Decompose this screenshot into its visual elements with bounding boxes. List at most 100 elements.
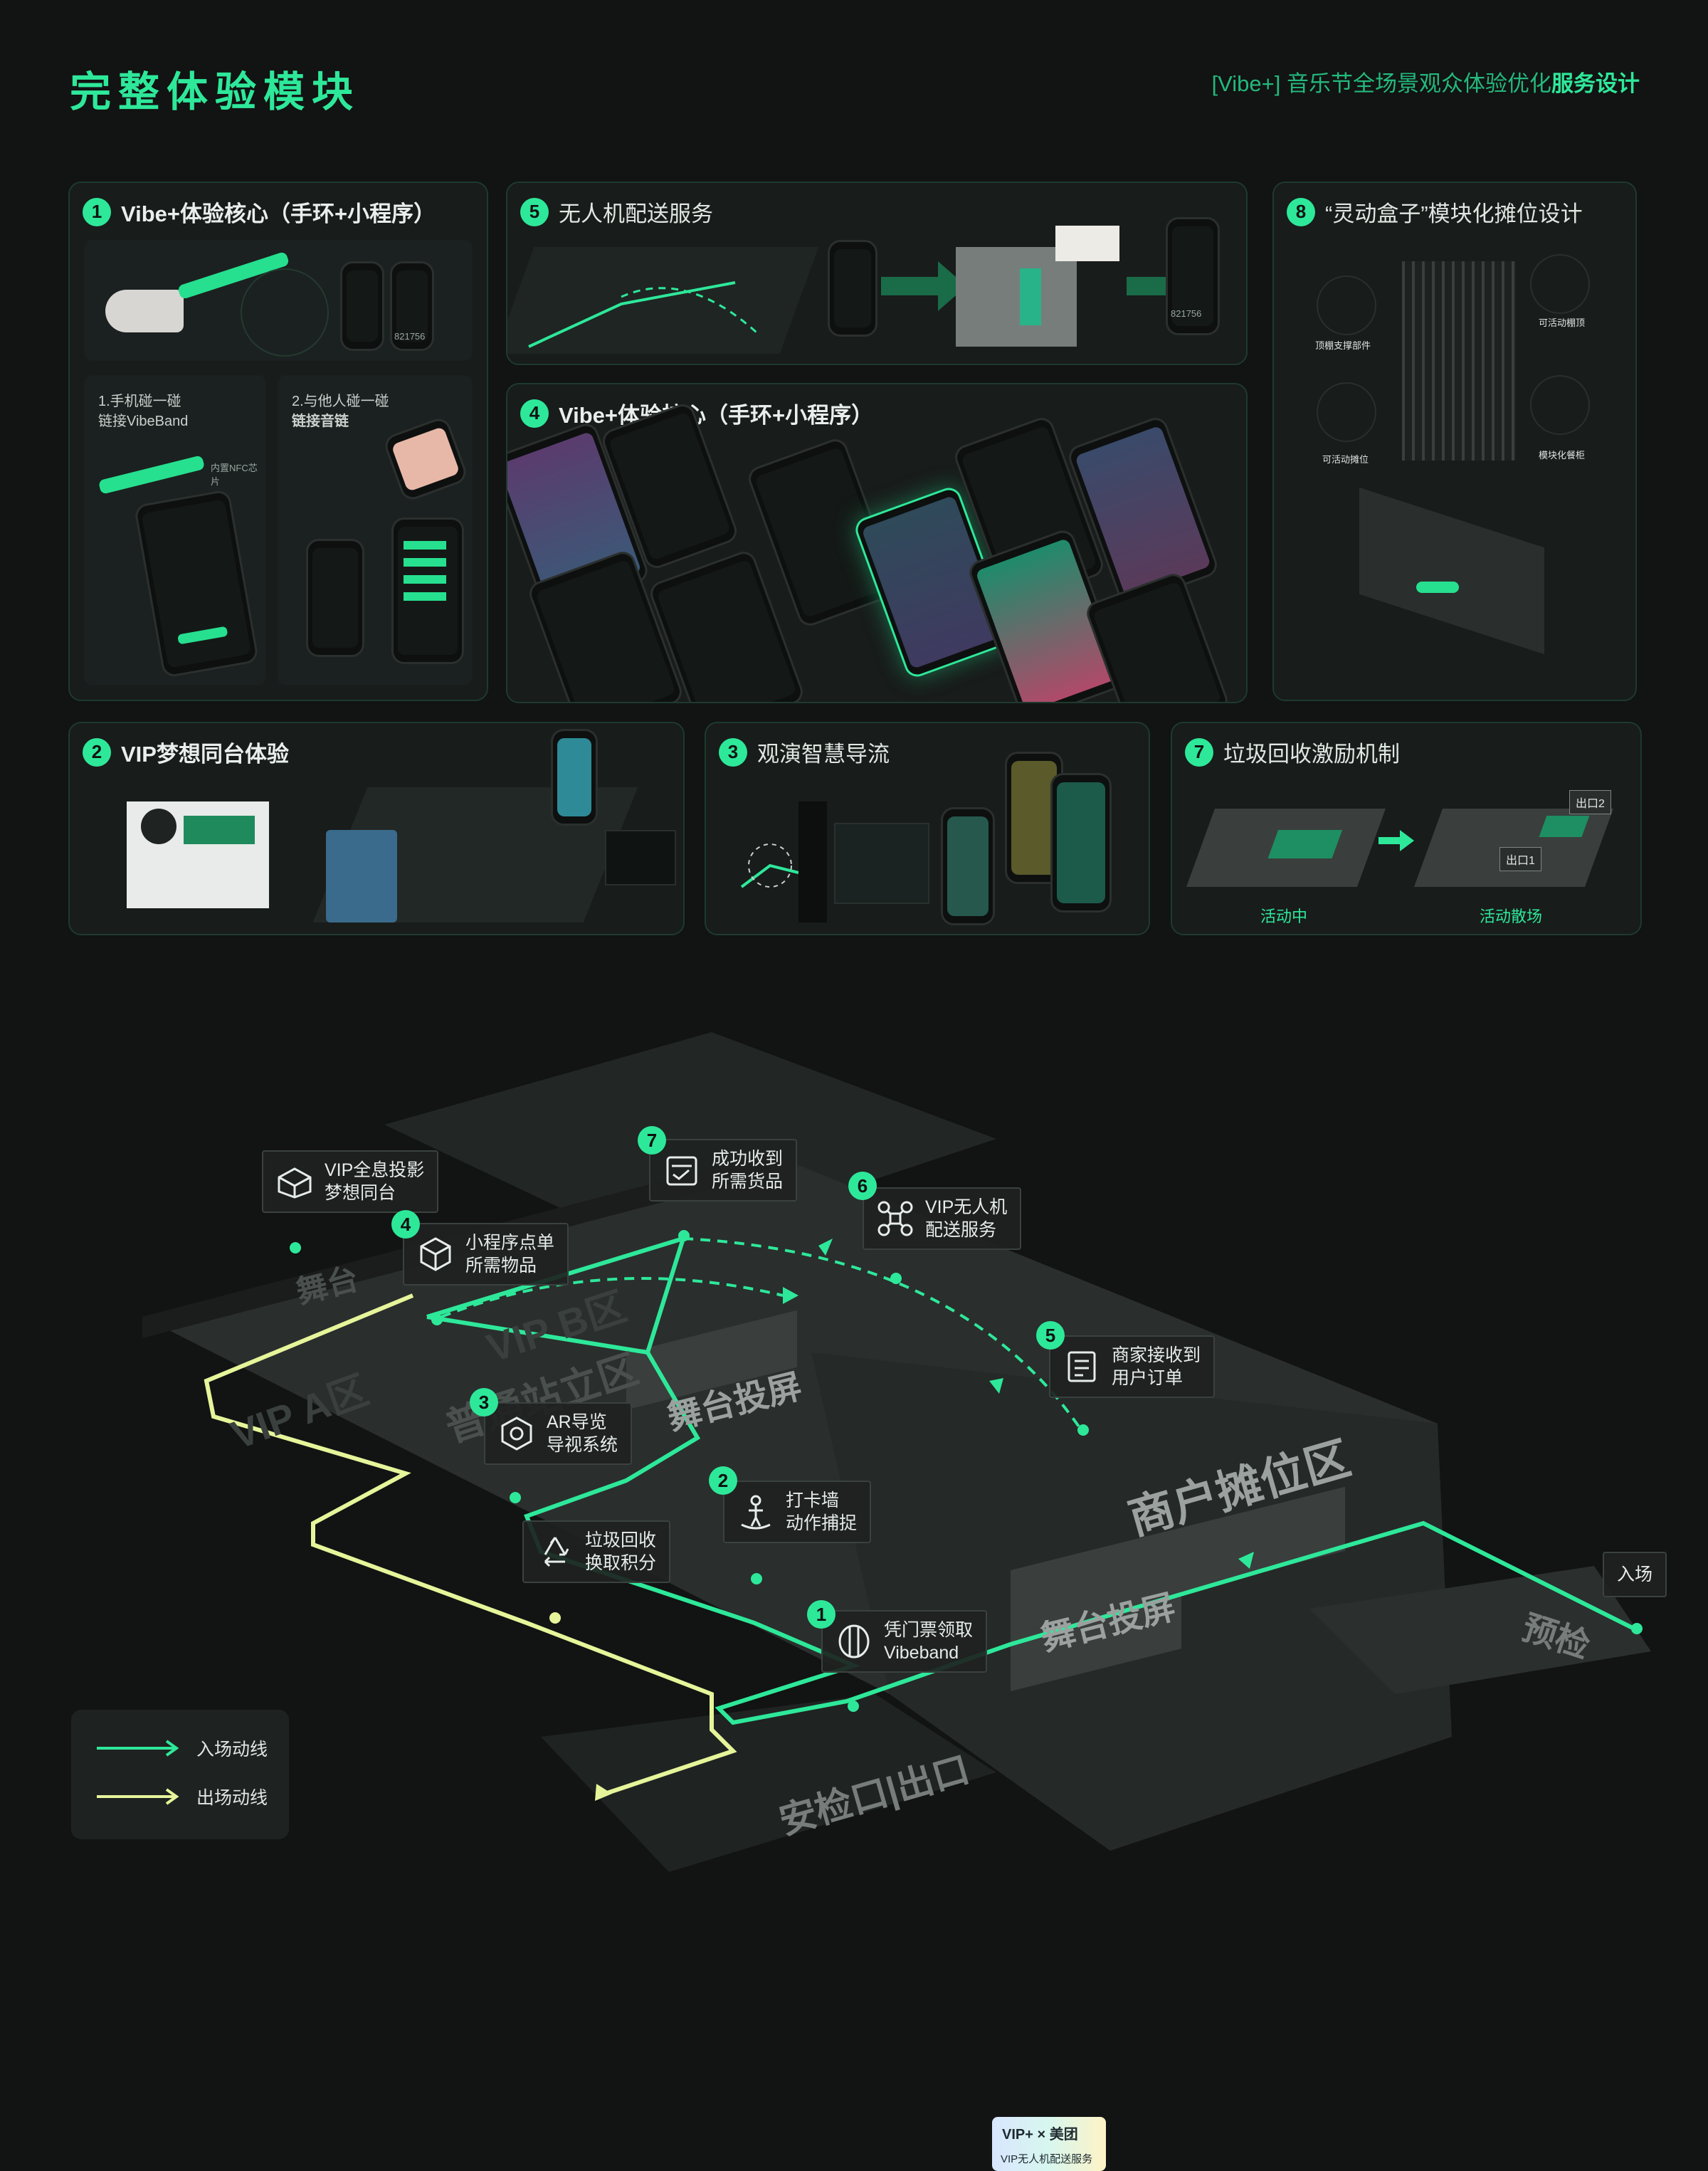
point-drone[interactable]: VIP无人机配送服务	[863, 1187, 1022, 1250]
arrow-right-icon	[881, 261, 966, 311]
package-received-icon	[666, 1156, 697, 1186]
exit1-label: 出口1	[1499, 847, 1541, 871]
checkin-icon	[741, 1495, 771, 1530]
point-order[interactable]: 小程序点单所需物品	[403, 1223, 569, 1286]
top-support-label: 顶棚支撑部件	[1315, 340, 1371, 351]
card-modular-stall[interactable]: 8“灵动盒子”模块化摊位设计 顶棚支撑部件 可活动棚顶 可活动摊位 模块化餐柜	[1272, 182, 1637, 701]
movable-roof-label: 可活动棚顶	[1539, 317, 1586, 328]
point-number-4: 4	[391, 1210, 420, 1239]
capture-screen-image	[605, 830, 676, 885]
point-number-1: 1	[807, 1600, 835, 1629]
mini-route	[528, 281, 758, 348]
roof-part-image	[1317, 275, 1376, 335]
meituan-badge: VIP+ × 美团 VIP无人机配送服务	[992, 2117, 1106, 2171]
performer-image	[326, 830, 397, 922]
tap-phone-line2: 链接VibeBand	[98, 414, 189, 429]
cabinet-part-image	[1530, 375, 1590, 435]
point-number-2: 2	[709, 1466, 737, 1495]
point-received[interactable]: 成功收到所需货品	[649, 1139, 798, 1202]
entrance-label[interactable]: 入场	[1603, 1552, 1667, 1597]
tap-person-line1: 2.与他人碰一碰	[292, 394, 389, 409]
card-title: 8“灵动盒子”模块化摊位设计	[1287, 196, 1583, 228]
point-number-6: 6	[848, 1172, 877, 1200]
tap-phone-panel: 1.手机碰一碰 链接VibeBand 内置NFC芯片	[84, 375, 266, 685]
roof-part-image	[1530, 254, 1590, 314]
pickup-code: 821756	[1171, 308, 1202, 319]
vending-kiosk-image	[956, 247, 1077, 347]
phone-mockup	[551, 729, 598, 826]
hand-image	[105, 290, 184, 332]
wristband-hero-panel: 821756	[84, 240, 473, 361]
page-subtitle: [Vibe+] 音乐节全场景观众体验优化服务设计	[1211, 71, 1640, 96]
stall-structure-image	[1402, 261, 1516, 461]
drone-image	[1055, 226, 1119, 261]
state-active-label: 活动中	[1260, 908, 1308, 925]
tap-phone-line1: 1.手机碰一碰	[98, 394, 181, 409]
stall-part-image	[1317, 382, 1376, 442]
exploded-layout-image	[1359, 487, 1544, 655]
point-recycle[interactable]: 垃圾回收换取积分	[522, 1520, 671, 1583]
arrow-right-icon	[97, 1788, 179, 1805]
movable-stall-label: 可活动摊位	[1322, 454, 1369, 465]
modular-cabinet-label: 模块化餐柜	[1539, 450, 1586, 461]
legend-exit: 出场动线	[95, 1784, 268, 1809]
point-number-7: 7	[638, 1126, 666, 1155]
drone-icon	[877, 1201, 913, 1236]
route-legend: 入场动线 出场动线	[71, 1710, 289, 1839]
cube-icon	[420, 1237, 451, 1271]
nfc-rings	[241, 268, 329, 357]
tap-person-panel: 2.与他人碰一碰 链接音链	[278, 375, 473, 685]
ar-view-image	[834, 823, 929, 904]
point-number-5: 5	[1036, 1321, 1065, 1350]
phone-mockup	[941, 807, 995, 925]
phone-mockup	[133, 489, 260, 678]
band-code: 821756	[394, 331, 426, 342]
page-title: 完整体验模块	[70, 69, 361, 115]
point-number-3: 3	[470, 1388, 498, 1416]
phone-mockup	[390, 261, 434, 351]
wristband-icon	[838, 1624, 870, 1659]
state-dispersal-label: 活动散场	[1480, 908, 1543, 925]
phone-mockup	[340, 261, 384, 351]
hologram-icon	[278, 1167, 312, 1199]
festival-map: 舞台 VIP A区 VIP B区 普通站立区 舞台投屏 商户摊位区 舞台投屏 安…	[0, 982, 1708, 2171]
point-merchant[interactable]: 商家接收到用户订单	[1049, 1335, 1216, 1398]
ar-pole-image	[798, 801, 827, 922]
phone-mockup	[391, 517, 464, 664]
ar-icon	[501, 1416, 532, 1451]
phone-mockup	[828, 240, 877, 337]
point-checkin[interactable]: 打卡墙动作捕捉	[723, 1481, 872, 1543]
crowd-arrows-icon	[740, 843, 799, 888]
wristband-image	[97, 455, 206, 495]
legend-entry: 入场动线	[95, 1735, 268, 1761]
arrow-right-icon	[97, 1740, 179, 1757]
tap-person-line2: 链接音链	[292, 414, 349, 429]
arrow-right-icon	[1378, 830, 1414, 851]
nfc-chip-label: 内置NFC芯片	[211, 463, 258, 487]
order-icon	[1068, 1351, 1096, 1382]
phone-mockup	[1050, 773, 1112, 913]
active-layout-image	[1186, 809, 1386, 887]
recycle-icon	[544, 1537, 569, 1567]
exit2-label: 出口2	[1569, 790, 1611, 814]
stall-highlight	[1416, 582, 1459, 593]
point-ar[interactable]: AR导览导视系统	[484, 1402, 633, 1465]
phone-mockup	[306, 539, 364, 657]
hologram-booth-image	[127, 801, 269, 908]
phone-mockup	[1166, 217, 1220, 335]
phone-mockup	[381, 415, 470, 503]
point-hologram[interactable]: VIP全息投影梦想同台	[262, 1150, 439, 1213]
